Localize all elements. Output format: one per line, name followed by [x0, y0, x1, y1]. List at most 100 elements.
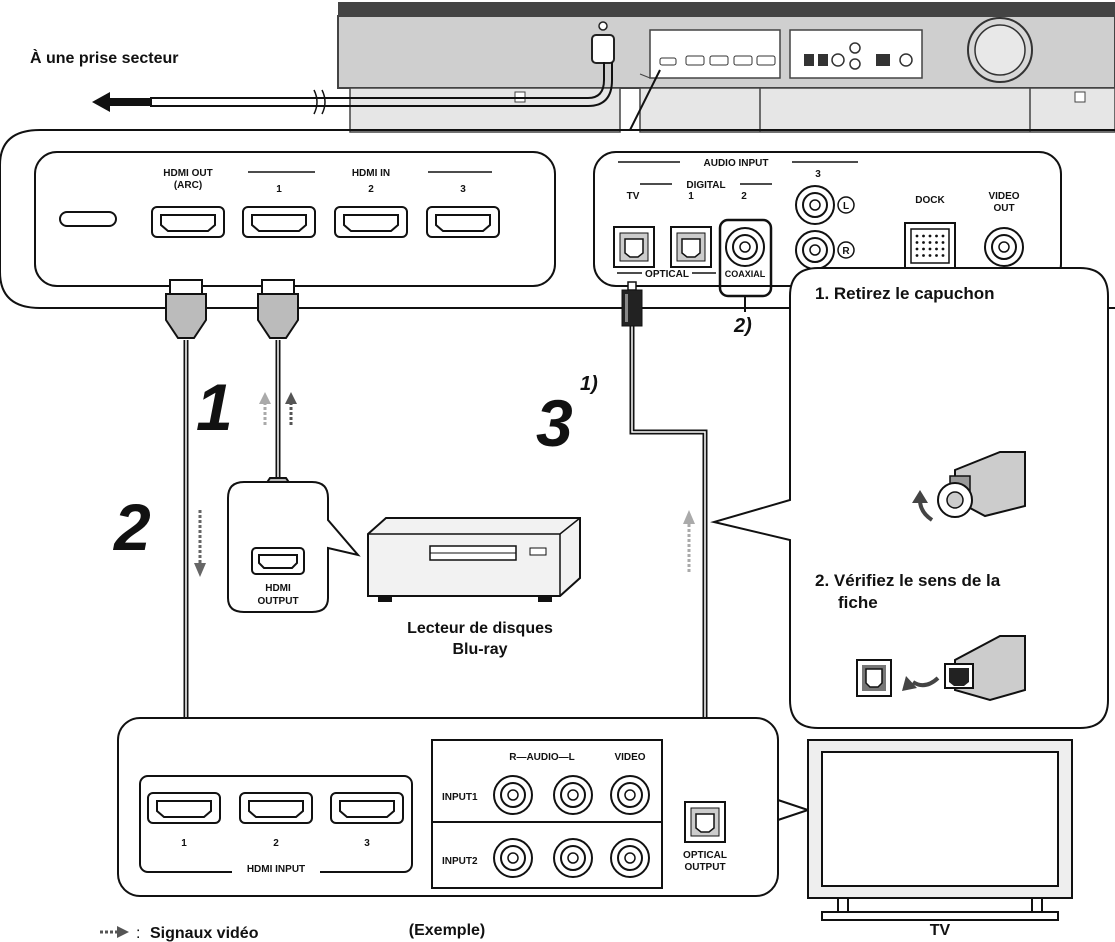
player-hdmi-label: HDMI — [265, 583, 291, 594]
video-out-label-line2: OUT — [993, 203, 1014, 214]
tv-optical-output-port — [684, 801, 726, 843]
tv-optical-label: OPTICAL — [683, 850, 727, 861]
hdmi-in-group-label: HDMI IN — [352, 168, 390, 179]
dock-connector — [904, 222, 956, 270]
dock-pin — [922, 234, 925, 238]
tv-input2-video-jack — [610, 838, 650, 878]
tv-optical-output-label: OUTPUT — [684, 862, 725, 873]
dock-pin — [922, 247, 925, 251]
dock-pin — [935, 247, 938, 251]
tv-caption: TV — [930, 922, 951, 939]
optical-tv-port — [613, 226, 655, 268]
hdmi-out-label: HDMI OUT — [163, 168, 212, 179]
hdmi-in-1-label: 1 — [276, 184, 282, 195]
hdmi-out-arc-port — [151, 206, 225, 238]
dock-pin — [928, 254, 932, 257]
video-signal-legend: : Signaux vidéo — [100, 925, 259, 942]
hdmi-in-1-port — [242, 206, 316, 238]
dock-pin — [941, 234, 945, 238]
tv-illustration — [807, 739, 1073, 921]
tv-hdmi-3-port — [330, 792, 404, 824]
tv-hdmi-1-port — [147, 792, 221, 824]
tv-input1-video-jack — [610, 775, 650, 815]
callout-step-2: 2. Vérifiez le sens de la — [815, 571, 1001, 590]
step-number-3: 3 — [536, 386, 573, 460]
right-channel-mark: R — [842, 246, 850, 257]
tv-input2-audio-r-jack — [493, 838, 533, 878]
hdmi-plug-in1 — [257, 279, 299, 339]
left-channel-mark: L — [843, 201, 849, 212]
dock-pin — [915, 254, 919, 257]
callout-step-2-line2: fiche — [838, 593, 878, 612]
digital-1-label: 1 — [688, 191, 694, 202]
tv-hdmi-2-port — [239, 792, 313, 824]
tv-input2-audio-l-jack — [553, 838, 593, 878]
legend-separator: : — [136, 925, 140, 942]
dock-pin — [915, 247, 919, 251]
example-label: (Exemple) — [409, 922, 485, 939]
dock-pin — [935, 234, 938, 238]
dock-pin — [915, 241, 919, 244]
hdmi-plug-arc — [165, 279, 207, 339]
legend-label: Signaux vidéo — [150, 925, 259, 942]
dock-pin — [928, 247, 932, 251]
dock-pin — [935, 254, 938, 257]
tv-input1-label: INPUT1 — [442, 792, 478, 803]
hdmi-in-2-label: 2 — [368, 184, 374, 195]
video-signal-arrows — [194, 392, 695, 577]
footnote-1: 1) — [580, 373, 598, 395]
analog-3-label: 3 — [815, 169, 821, 180]
video-out-jack — [984, 227, 1024, 267]
digital-tv-label: TV — [627, 191, 640, 202]
power-cord — [92, 62, 613, 115]
optical-1-port — [670, 226, 712, 268]
legend-arrow-icon — [117, 926, 129, 938]
dock-pin — [935, 241, 938, 244]
tv-input1-audio-r-jack — [493, 775, 533, 815]
analog-left-jack — [795, 185, 835, 225]
hdmi-in-3-port — [426, 206, 500, 238]
tv-video-label: VIDEO — [614, 752, 645, 763]
coaxial-port — [725, 227, 765, 267]
dock-pin — [922, 254, 925, 257]
video-out-label: VIDEO — [988, 191, 1019, 202]
player-caption: Lecteur de disques — [407, 620, 553, 637]
player-caption-line2: Blu-ray — [452, 641, 507, 658]
optical-instructions-callout — [710, 267, 1109, 729]
power-arrow-icon — [92, 92, 152, 112]
tv-hdmi-1-label: 1 — [181, 838, 187, 849]
tv-hdmi-input-label: HDMI INPUT — [247, 864, 305, 875]
dock-label: DOCK — [915, 195, 945, 206]
tv-input1-audio-l-jack — [553, 775, 593, 815]
optical-group-label: OPTICAL — [645, 269, 689, 280]
dock-pin — [941, 247, 945, 251]
plug-orientation-illustration — [856, 635, 1026, 702]
tv-audio-label: R—AUDIO—L — [509, 752, 575, 763]
dock-pin — [915, 234, 919, 238]
remove-cap-illustration — [912, 451, 1026, 522]
dock-pin — [922, 241, 925, 244]
hdmi-in-3-label: 3 — [460, 184, 466, 195]
footnote-2: 2) — [733, 315, 752, 337]
digital-group-label: DIGITAL — [686, 180, 725, 191]
power-outlet-label: À une prise secteur — [30, 48, 179, 67]
coaxial-label: COAXIAL — [725, 269, 766, 279]
hdmi-in-2-port — [334, 206, 408, 238]
tv-hdmi-3-label: 3 — [364, 838, 370, 849]
callout-step-1: 1. Retirez le capuchon — [815, 284, 995, 303]
dock-pin — [941, 241, 945, 244]
digital-2-label: 2 — [741, 191, 747, 202]
usb-port — [59, 211, 117, 227]
dock-pin — [928, 234, 932, 238]
dock-pin — [928, 241, 932, 244]
bluray-player-illustration — [367, 517, 581, 602]
hdmi-out-arc-label: (ARC) — [174, 180, 202, 191]
insert-arrow-icon — [911, 676, 940, 688]
tv-input2-label: INPUT2 — [442, 856, 478, 867]
player-hdmi-output-label: OUTPUT — [257, 596, 298, 607]
dock-pin — [941, 254, 945, 257]
tv-hdmi-2-label: 2 — [273, 838, 279, 849]
audio-input-group-label: AUDIO INPUT — [704, 158, 769, 169]
step-number-2: 2 — [112, 490, 151, 564]
